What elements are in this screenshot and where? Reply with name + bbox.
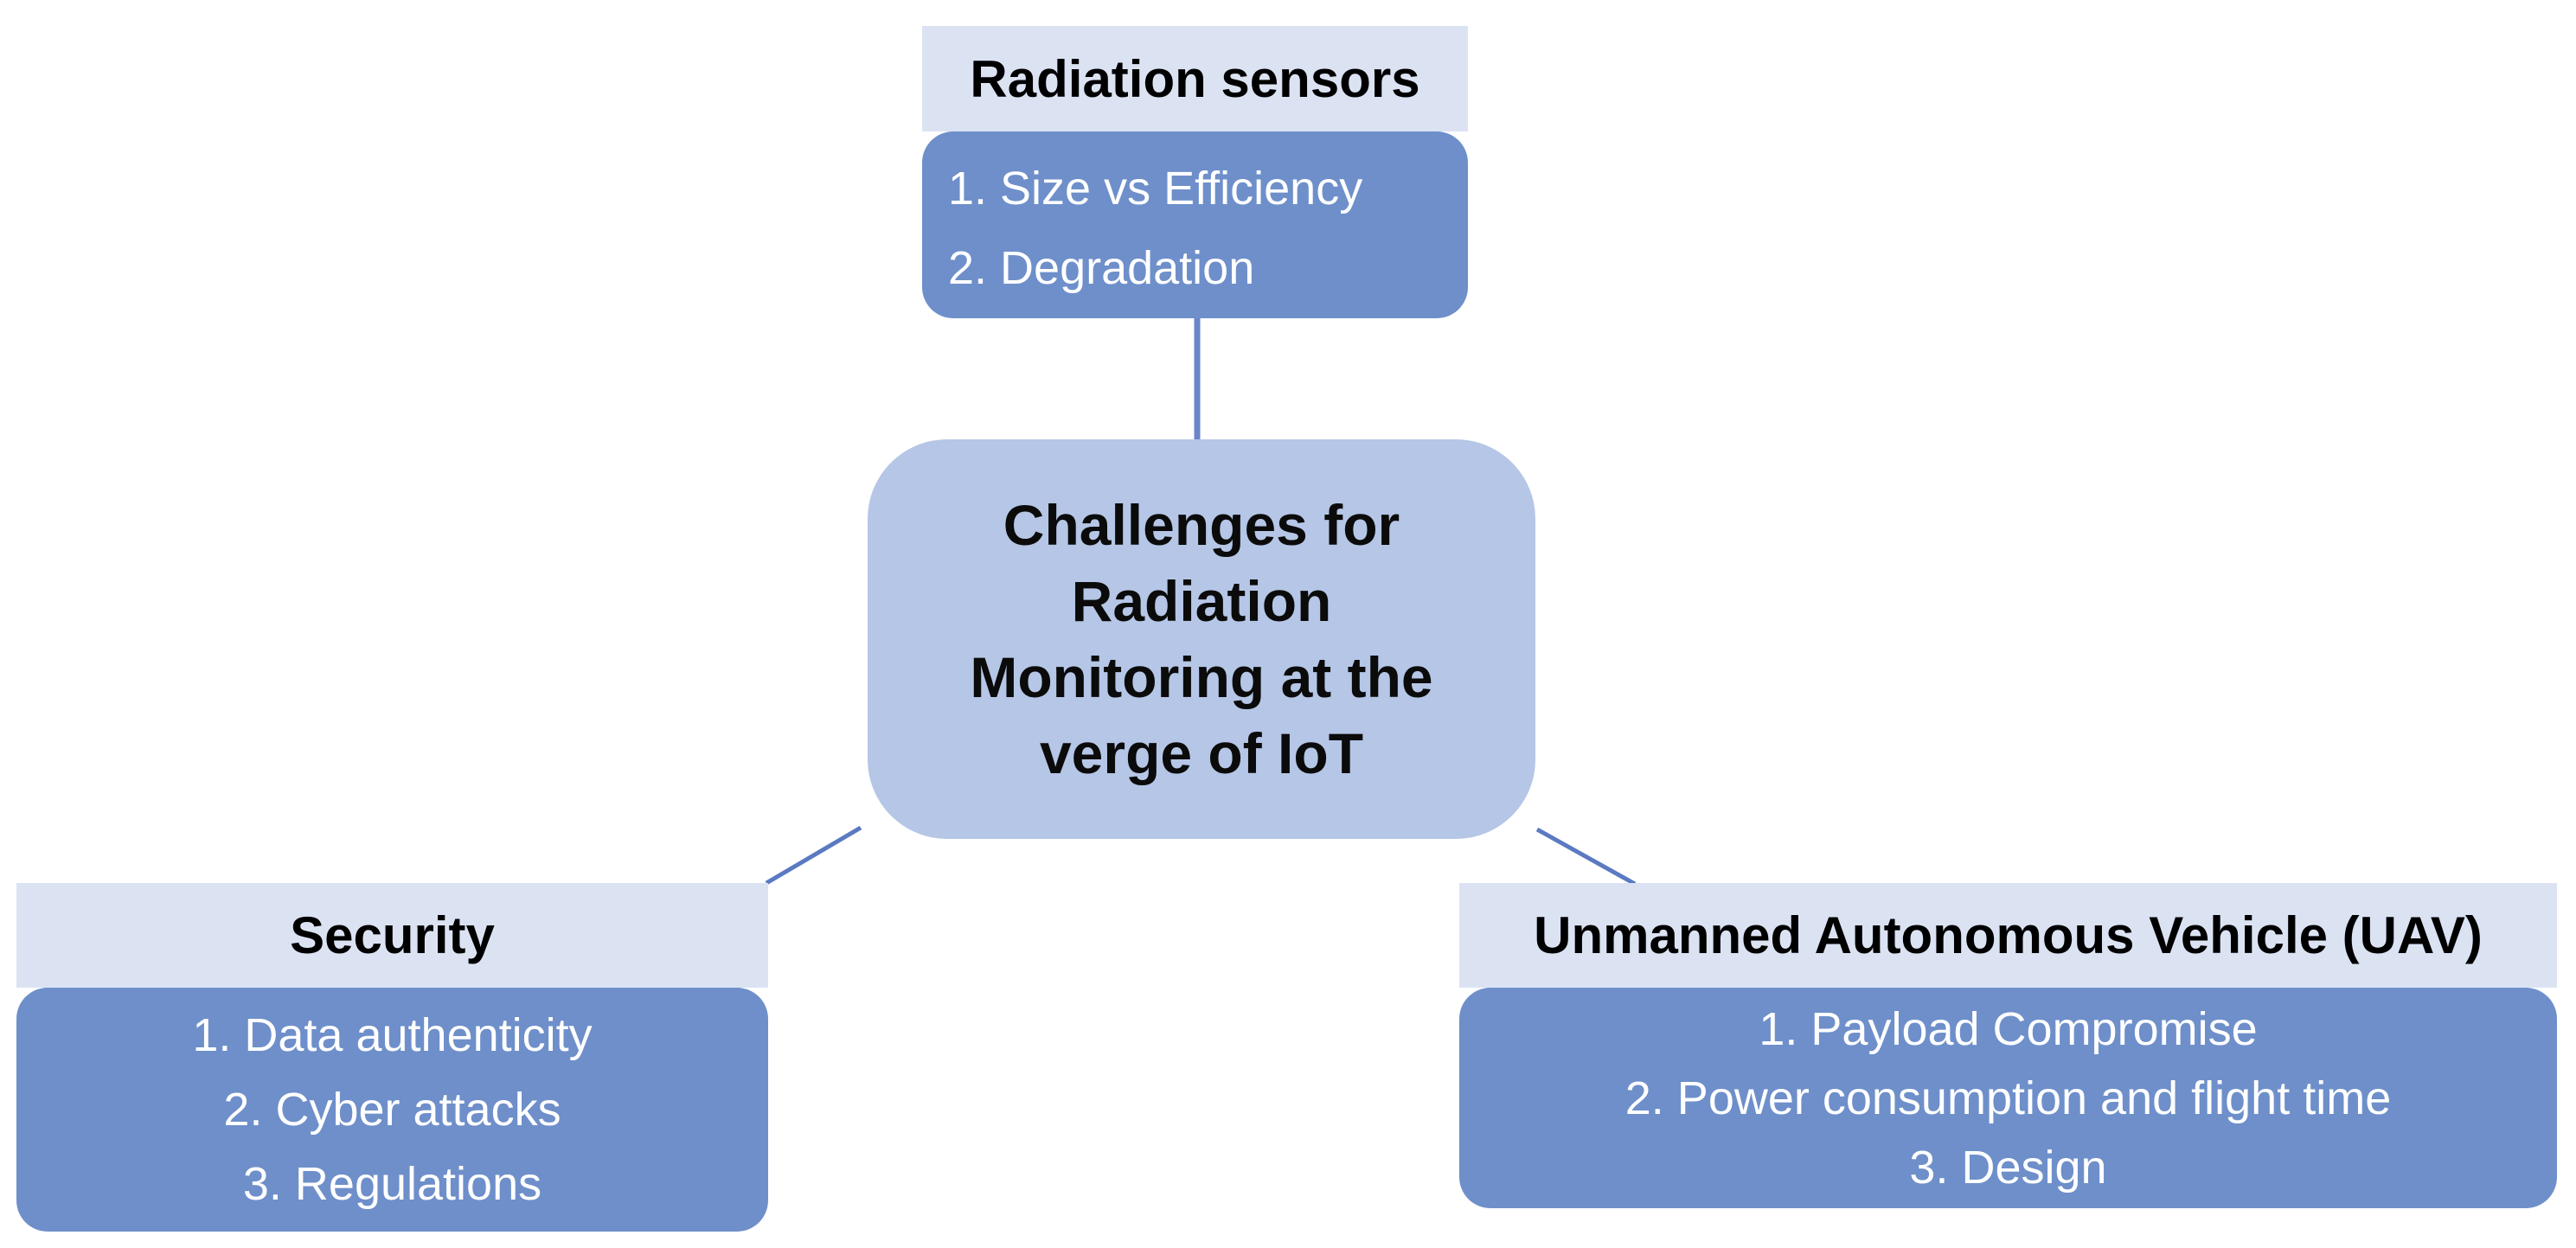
node-radiation-sensors-title: Radiation sensors xyxy=(970,49,1420,108)
node-radiation-sensors-body: 1. Size vs Efficiency 2. Degradation xyxy=(922,131,1468,318)
list-item: 3. Design xyxy=(1909,1141,2107,1194)
center-title-line: Radiation xyxy=(1071,569,1332,633)
list-item: 2. Cyber attacks xyxy=(223,1084,561,1136)
list-item: 2. Power consumption and flight time xyxy=(1624,1072,2392,1124)
node-uav-title: Unmanned Autonomous Vehicle (UAV) xyxy=(1534,906,2483,964)
node-uav-header: Unmanned Autonomous Vehicle (UAV) xyxy=(1459,883,2557,988)
list-item: 2. Degradation xyxy=(948,242,1255,294)
connector-center-to-uav xyxy=(1535,827,1637,886)
node-radiation-sensors: Radiation sensors 1. Size vs Efficiency … xyxy=(922,26,1468,318)
node-security-header: Security xyxy=(16,883,768,988)
node-security-body: 1. Data authenticity 2. Cyber attacks 3.… xyxy=(16,988,768,1232)
node-security: Security 1. Data authenticity 2. Cyber a… xyxy=(16,883,768,1232)
node-center-title: Challenges for Radiation Monitoring at t… xyxy=(868,439,1535,839)
node-uav-body: 1. Payload Compromise 2. Power consumpti… xyxy=(1459,988,2557,1208)
node-radiation-sensors-header: Radiation sensors xyxy=(922,26,1468,131)
list-item: 1. Payload Compromise xyxy=(1759,1002,2258,1055)
node-security-title: Security xyxy=(290,906,495,964)
center-title-line: verge of IoT xyxy=(1039,721,1364,785)
list-item: 1. Size vs Efficiency xyxy=(948,163,1363,214)
list-item: 3. Regulations xyxy=(242,1158,542,1210)
list-item: 1. Data authenticity xyxy=(192,1009,593,1061)
center-title-line: Monitoring at the xyxy=(970,645,1433,709)
center-title-line: Challenges for xyxy=(1003,493,1400,557)
node-uav: Unmanned Autonomous Vehicle (UAV) 1. Pay… xyxy=(1459,883,2557,1208)
connector-center-to-security xyxy=(765,825,862,886)
